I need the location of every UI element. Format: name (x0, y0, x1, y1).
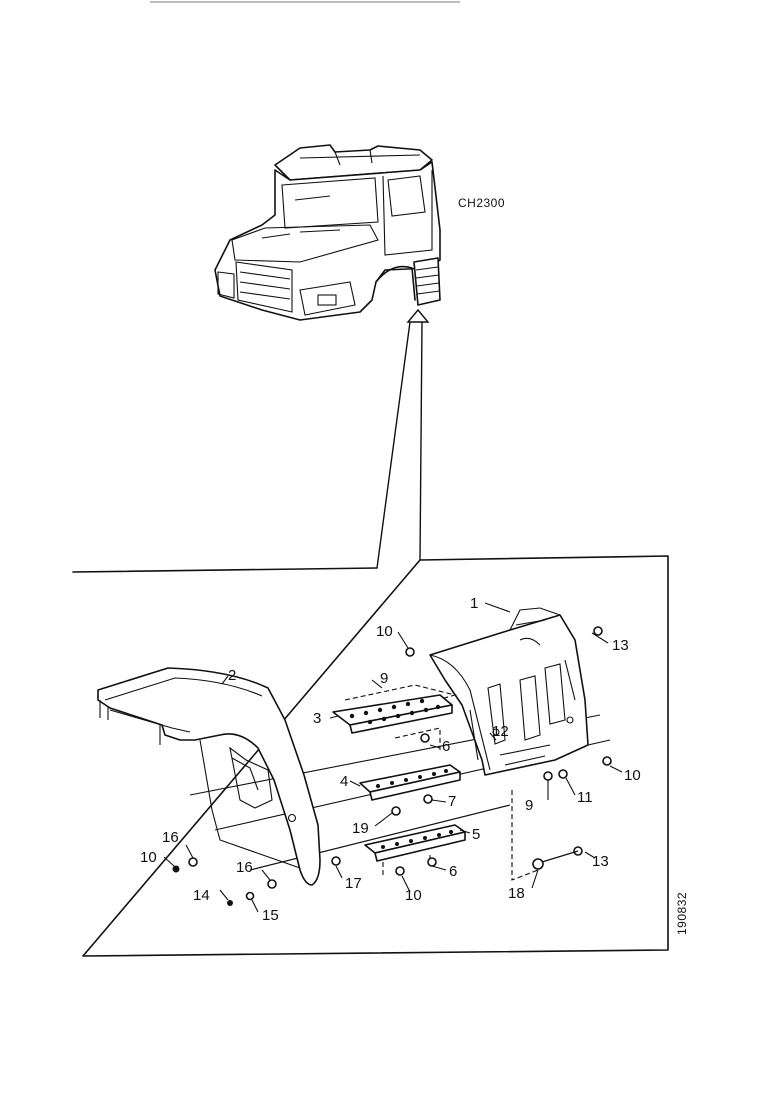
callout-13-top: 13 (612, 637, 629, 654)
callout-12: 12 (492, 723, 509, 740)
reference-code: CH2300 (458, 196, 505, 210)
callout-9-upper: 9 (380, 670, 388, 687)
callout-11: 11 (577, 789, 593, 806)
callout-17: 17 (345, 875, 362, 892)
callout-18: 18 (508, 885, 525, 902)
callout-16-upper: 16 (162, 829, 179, 846)
detail-pointer-arrow (376, 308, 430, 569)
callout-6-upper: 6 (442, 738, 450, 755)
callout-9-right: 9 (525, 797, 533, 814)
callout-14: 14 (193, 887, 210, 904)
leader-lines (163, 602, 623, 913)
callout-6-lower: 6 (449, 863, 457, 880)
callout-10-right: 10 (624, 767, 641, 784)
callout-1: 1 (470, 595, 478, 612)
callout-7: 7 (448, 793, 456, 810)
part-step-middle (359, 764, 461, 801)
callout-labels: 1 2 3 4 5 6 6 7 9 9 10 10 10 10 11 12 13… (140, 595, 641, 924)
callout-10-top: 10 (376, 623, 393, 640)
truck-cab-overview (214, 144, 441, 321)
callout-15: 15 (262, 907, 279, 924)
callout-10-bottom: 10 (405, 887, 422, 904)
figure-number: 190832 (675, 892, 689, 935)
callout-3: 3 (313, 710, 321, 727)
callout-5: 5 (472, 826, 480, 843)
callout-19: 19 (352, 820, 369, 837)
callout-10-left: 10 (140, 849, 157, 866)
callout-13-bottom: 13 (592, 853, 609, 870)
part-step-lower (364, 824, 466, 878)
part-step-upper (332, 684, 458, 750)
part-rear-panel (429, 607, 589, 776)
exploded-parts (97, 602, 623, 913)
callout-4: 4 (340, 773, 348, 790)
callout-16-lower: 16 (236, 859, 253, 876)
fasteners (172, 626, 612, 906)
detail-frame (72, 555, 669, 957)
part-fender (97, 667, 321, 886)
callout-2: 2 (228, 667, 236, 684)
